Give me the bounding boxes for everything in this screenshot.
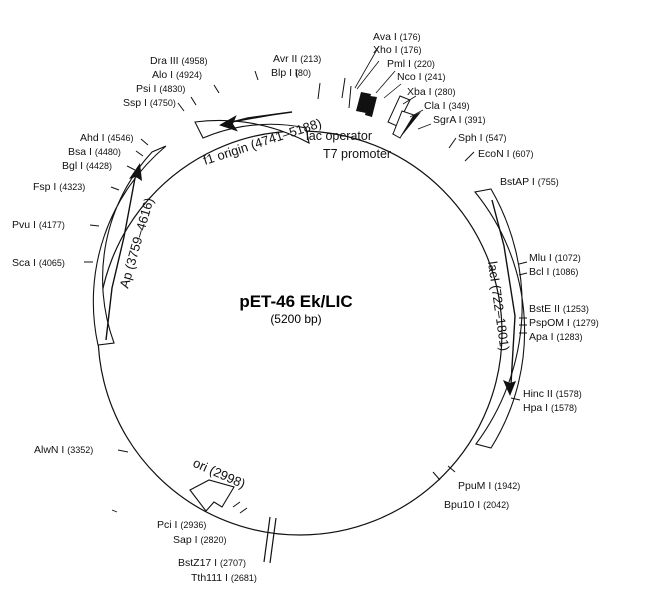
site-label-draiii: Dra III (4958) — [150, 55, 208, 67]
ap-box — [92, 145, 167, 346]
ava-tick — [348, 85, 352, 109]
ap-arrowhead — [129, 163, 142, 181]
site-label-pci: Pci I (2936) — [157, 519, 206, 531]
f1-origin-arrow — [219, 111, 293, 132]
t7-promoter-box — [392, 110, 415, 139]
site-label-bstz17: BstZ17 I (2707) — [178, 557, 246, 569]
site-label-bste: BstE II (1253) — [529, 303, 589, 315]
site-label-hincii: Hinc II (1578) — [523, 388, 582, 400]
lacI-arrow — [491, 199, 516, 385]
site-label-xho: Xho I (176) — [373, 44, 421, 56]
ap-arrow — [105, 177, 136, 341]
site-label-ahd: Ahd I (4546) — [80, 132, 133, 144]
site-label-cla: Cla I (349) — [424, 100, 470, 112]
site-label-xba: Xba I (280) — [407, 86, 455, 98]
site-label-bpu10: Bpu10 I (2042) — [444, 499, 509, 511]
site-label-ava: Ava I (176) — [373, 31, 421, 43]
plasmid-size: (5200 bp) — [270, 312, 321, 326]
lacI-arrowhead — [503, 380, 516, 396]
site-label-pspom: PspOM I (1279) — [529, 317, 599, 329]
site-label-bsa: Bsa I (4480) — [68, 146, 121, 158]
site-label-pml: Pml I (220) — [387, 58, 435, 70]
site-label-alo: Alo I (4924) — [152, 69, 202, 81]
site-label-mlu: Mlu I (1072) — [529, 252, 581, 264]
site-label-avrii: Avr II (213) — [273, 53, 321, 65]
site-label-sph: Sph I (547) — [458, 132, 506, 144]
site-label-nco: Nco I (241) — [397, 71, 445, 83]
site-label-sap: Sap I (2820) — [173, 534, 226, 546]
site-label-bstap: BstAP I (755) — [500, 176, 559, 188]
ori-box — [189, 479, 235, 512]
ori-tick — [263, 516, 277, 564]
site-label-pvu: Pvu I (4177) — [12, 219, 65, 231]
site-label-psi: Psi I (4830) — [136, 83, 185, 95]
site-label-bgl: Bgl I (4428) — [62, 160, 112, 172]
lac-operator-label: lac operator — [306, 129, 372, 143]
plasmid-name: pET-46 Ek/LIC — [239, 292, 352, 311]
site-label-econ: EcoN I (607) — [478, 148, 533, 160]
site-label-bcl: Bcl I (1086) — [529, 266, 578, 278]
t7-promoter-label: T7 promoter — [323, 147, 391, 161]
site-label-alwn: AlwN I (3352) — [34, 444, 93, 456]
site-label-apa: Apa I (1283) — [529, 331, 582, 343]
leader-lines — [111, 45, 432, 513]
site-labels: Ava I (176) Xho I (176) Pml I (220) Nco … — [12, 31, 599, 584]
site-label-sca: Sca I (4065) — [12, 257, 65, 269]
site-label-hpa: Hpa I (1578) — [523, 402, 577, 414]
site-label-ppum: PpuM I (1942) — [458, 480, 520, 492]
mcs-black-block-2 — [365, 96, 377, 117]
site-ticks — [84, 68, 528, 514]
site-label-sgra: SgrA I (391) — [433, 114, 486, 126]
site-label-blp: Blp I (80) — [271, 67, 311, 79]
site-label-tth111: Tth111 I (2681) — [191, 572, 257, 584]
site-label-ssp: Ssp I (4750) — [123, 97, 176, 109]
site-label-fsp: Fsp I (4323) — [33, 181, 85, 193]
plasmid-backbone — [97, 130, 503, 536]
